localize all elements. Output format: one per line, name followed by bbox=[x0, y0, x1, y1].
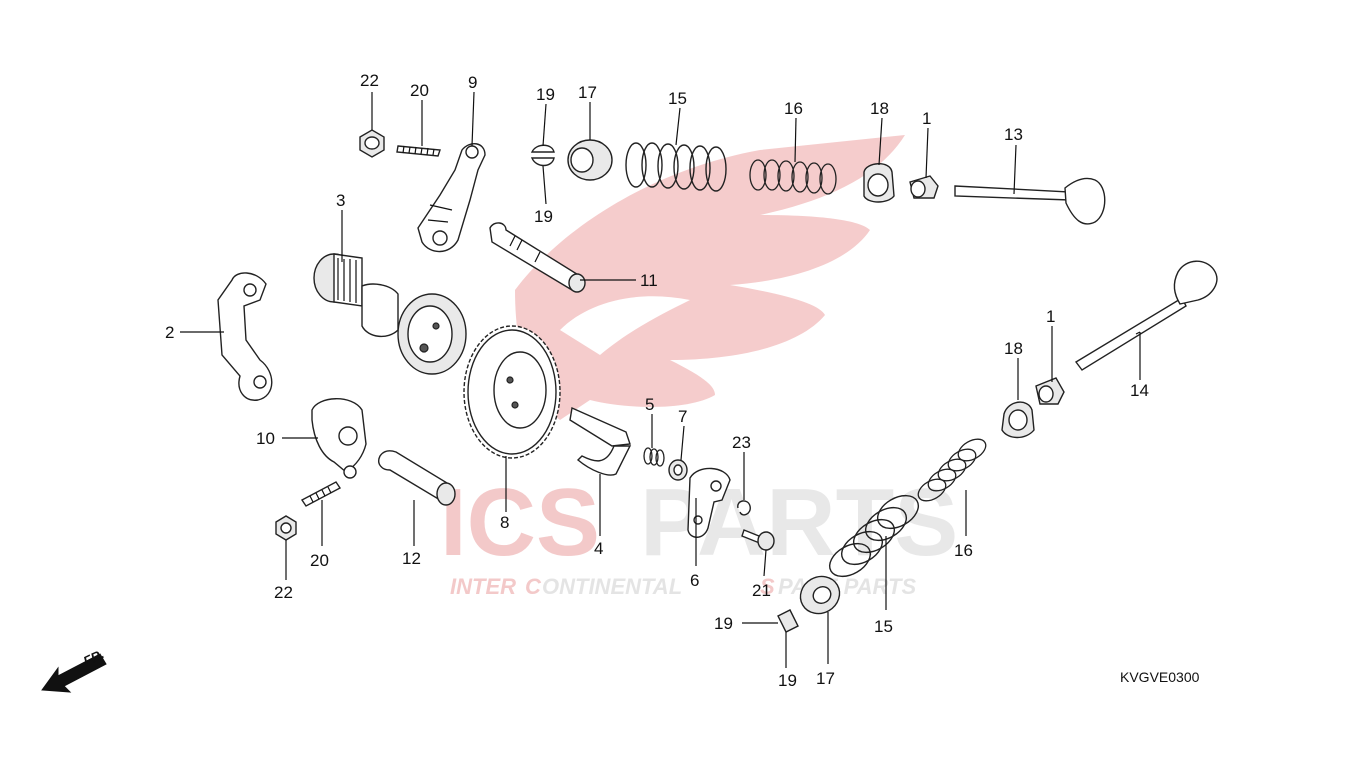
callout-17: 17 bbox=[578, 83, 597, 102]
part-7-washer bbox=[668, 459, 688, 481]
callout-1: 1 bbox=[922, 109, 931, 128]
part-1-seal-top bbox=[909, 175, 939, 199]
part-14-valve bbox=[1074, 260, 1218, 371]
callout-10: 10 bbox=[256, 429, 275, 448]
part-16-spring-top bbox=[749, 159, 837, 195]
callout-3: 3 bbox=[336, 191, 345, 210]
part-11-rocker-shaft bbox=[489, 222, 586, 293]
part-18-seat-lower bbox=[1001, 401, 1035, 439]
part-8-cam-sprocket bbox=[463, 325, 561, 459]
part-1-seal-lower bbox=[1035, 377, 1065, 405]
callout-18: 18 bbox=[870, 99, 889, 118]
callout-22: 22 bbox=[274, 583, 293, 602]
callout-19: 19 bbox=[778, 671, 797, 690]
tagline-part-2: C bbox=[525, 574, 542, 599]
callout-5: 5 bbox=[645, 395, 654, 414]
watermark-tagline: INTER C ONTINENTAL S PARE PARTS bbox=[450, 574, 916, 599]
part-17-retainer-top bbox=[567, 139, 613, 181]
callout-16: 16 bbox=[784, 99, 803, 118]
part-16-spring-lower bbox=[917, 438, 987, 502]
diagram-code: KVGVE0300 bbox=[1120, 669, 1200, 685]
front-arrow-icon bbox=[41, 653, 107, 693]
callout-21: 21 bbox=[752, 581, 771, 600]
callout-15: 15 bbox=[668, 89, 687, 108]
part-20-screw-top bbox=[396, 145, 441, 157]
callout-22: 22 bbox=[360, 71, 379, 90]
callout-6: 6 bbox=[690, 571, 699, 590]
front-direction-marker: FR. bbox=[41, 646, 107, 693]
callout-4: 4 bbox=[594, 539, 603, 558]
callout-labels: 22 20 9 19 17 15 16 18 1 13 19 3 11 2 1 … bbox=[165, 71, 1149, 690]
part-13-valve bbox=[954, 177, 1106, 225]
callout-1: 1 bbox=[1046, 307, 1055, 326]
part-23-clip bbox=[737, 500, 751, 516]
callout-16: 16 bbox=[954, 541, 973, 560]
callout-8: 8 bbox=[500, 513, 509, 532]
callout-18: 18 bbox=[1004, 339, 1023, 358]
part-15-spring-lower bbox=[829, 494, 919, 578]
callout-12: 12 bbox=[402, 549, 421, 568]
part-9-rocker-arm bbox=[417, 143, 486, 253]
callout-17: 17 bbox=[816, 669, 835, 688]
callout-23: 23 bbox=[732, 433, 751, 452]
callout-19: 19 bbox=[534, 207, 553, 226]
part-2-bracket bbox=[217, 272, 273, 401]
part-18-seat-top bbox=[863, 163, 895, 203]
callout-13: 13 bbox=[1004, 125, 1023, 144]
watermark-brand-red: ICS bbox=[440, 469, 600, 576]
part-4-decompressor bbox=[569, 406, 632, 476]
part-21-bolt bbox=[741, 529, 775, 551]
tagline-part-4: S bbox=[760, 574, 775, 599]
callout-19: 19 bbox=[714, 614, 733, 633]
callout-15: 15 bbox=[874, 617, 893, 636]
leader-lines bbox=[180, 91, 1141, 668]
callout-14: 14 bbox=[1130, 381, 1149, 400]
callout-20: 20 bbox=[310, 551, 329, 570]
part-22-nut-top bbox=[359, 129, 385, 158]
part-3-camshaft bbox=[313, 253, 467, 375]
part-20-screw-lower bbox=[300, 481, 342, 507]
callout-9: 9 bbox=[468, 73, 477, 92]
part-12-shaft bbox=[378, 450, 456, 506]
callout-7: 7 bbox=[678, 407, 687, 426]
callout-20: 20 bbox=[410, 81, 429, 100]
callout-19: 19 bbox=[536, 85, 555, 104]
callout-11: 11 bbox=[640, 271, 658, 290]
tagline-part-3: ONTINENTAL bbox=[542, 574, 682, 599]
part-10-rocker-arm bbox=[311, 398, 367, 479]
part-19-cotter-top bbox=[530, 144, 555, 167]
part-5-spring bbox=[643, 447, 665, 467]
tagline-part-1: INTER bbox=[450, 574, 516, 599]
part-22-nut-lower bbox=[275, 515, 297, 541]
watermark-wing-logo bbox=[515, 135, 905, 420]
part-19-cotter-lower bbox=[777, 609, 799, 633]
tagline-part-5: PARE PARTS bbox=[778, 574, 916, 599]
part-15-spring-top bbox=[625, 142, 727, 192]
callout-2: 2 bbox=[165, 323, 174, 342]
part-17-retainer-lower bbox=[799, 575, 841, 615]
